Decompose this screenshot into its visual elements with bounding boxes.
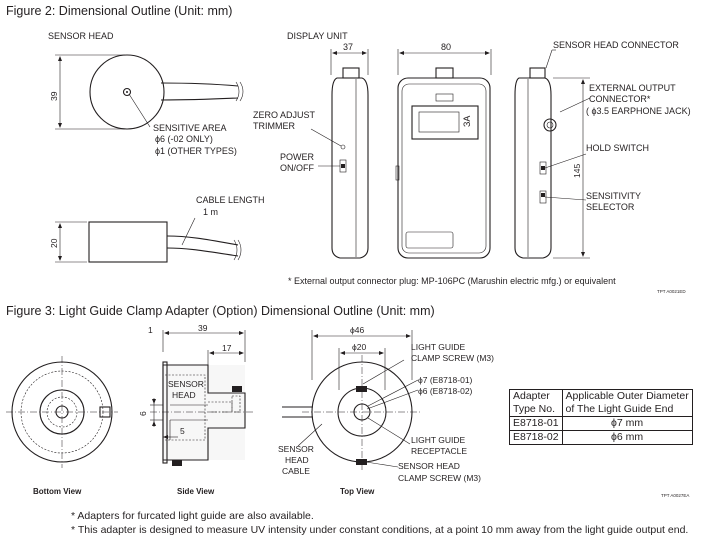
cable-label-2: HEAD (285, 455, 309, 465)
figure-3-title: Figure 3: Light Guide Clamp Adapter (Opt… (6, 304, 435, 318)
fig3-note-2: * This adapter is designed to measure UV… (71, 524, 688, 536)
side-dim-39: 39 (198, 323, 208, 333)
figure-2-title: Figure 2: Dimensional Outline (Unit: mm) (6, 4, 232, 18)
sh-clamp-label-1: SENSOR HEAD (398, 461, 460, 471)
sensor-head-connector-label: SENSOR HEAD CONNECTOR (553, 40, 679, 50)
trimmer-label: TRIMMER (253, 121, 295, 131)
side-dim-1: 1 (148, 325, 153, 335)
header-type-line2: Type No. (513, 403, 556, 415)
display-unit-title: DISPLAY UNIT (287, 31, 348, 41)
display-unit-right-side: 145 (514, 49, 591, 259)
sh-clamp-label-2: CLAMP SCREW (M3) (398, 473, 481, 483)
top-dim-46: ϕ46 (350, 325, 364, 335)
table-cell-type: E8718-01 (509, 416, 563, 431)
phi7-label: ϕ7 (E8718-01) (418, 375, 473, 385)
bottom-view-label: Bottom View (33, 487, 82, 496)
cable-label-1: SENSOR (278, 444, 314, 454)
sensor-head-diameter-dim: 39 (49, 91, 59, 101)
earphone-jack-label: ( ϕ3.5 EARPHONE JACK) (586, 106, 691, 116)
side-dim-6: 6 (138, 411, 148, 416)
fig3-note-1: * Adapters for furcated light guide are … (71, 510, 314, 522)
sensor-head-title: SENSOR HEAD (48, 31, 114, 41)
fig2-footnote: * External output connector plug: MP-106… (288, 276, 616, 286)
adapter-top-view (282, 330, 420, 470)
sensitive-area-other: ϕ1 (OTHER TYPES) (155, 146, 237, 156)
table-row: E8718-01 ϕ7 mm (509, 416, 693, 431)
table-row: E8718-02 ϕ6 mm (509, 430, 693, 445)
selector-label: SELECTOR (586, 202, 635, 212)
top-dim-20: ϕ20 (352, 342, 366, 352)
adapter-bottom-view (6, 356, 118, 468)
sensitive-area-label: SENSITIVE AREA (153, 123, 227, 133)
sensor-head-height-dim: 20 (49, 238, 59, 248)
top-view-label: Top View (340, 487, 375, 496)
cable-length-value: 1 m (203, 207, 218, 217)
adapter-side-view (150, 330, 255, 466)
cable-length-label: CABLE LENGTH (196, 195, 265, 205)
cable-label-3: CABLE (282, 466, 310, 476)
table-cell-diameter: ϕ6 mm (561, 430, 693, 445)
display-unit-left-side (310, 49, 369, 259)
hold-switch-label: HOLD SWITCH (586, 143, 649, 153)
display-glyph: ЗА (462, 116, 472, 127)
fig2-code: TPT A0021ED (657, 289, 686, 294)
table-cell-type: E8718-02 (509, 430, 563, 445)
side-head-label: HEAD (172, 390, 196, 400)
receptacle-label-1: LIGHT GUIDE (411, 435, 465, 445)
clamp-screw-top-label-2: CLAMP SCREW (M3) (411, 353, 494, 363)
external-output-label: EXTERNAL OUTPUT (589, 83, 676, 93)
connector-label: CONNECTOR* (589, 94, 651, 104)
header-diameter-line2: of The Light Guide End (565, 403, 674, 415)
sensor-head-front-view: 39 (49, 54, 244, 130)
header-diameter-line1: Applicable Outer Diameter (565, 390, 689, 402)
table-cell-diameter: ϕ7 mm (561, 416, 693, 431)
side-view-label: Side View (177, 487, 215, 496)
width-80-dim: 80 (441, 42, 451, 52)
side-dim-17: 17 (222, 343, 232, 353)
on-off-label: ON/OFF (280, 163, 314, 173)
header-type-line1: Adapter (513, 390, 550, 402)
height-145-dim: 145 (572, 164, 582, 178)
sensitive-area-02: ϕ6 (-02 ONLY) (155, 134, 213, 144)
sensitivity-label: SENSITIVITY (586, 191, 641, 201)
display-unit-front (395, 49, 492, 259)
clamp-screw-top-label-1: LIGHT GUIDE (411, 342, 465, 352)
fig3-code: TPT A0027EA (661, 493, 689, 498)
sensor-head-side-view: 20 (49, 217, 242, 263)
phi6-label: ϕ6 (E8718-02) (418, 386, 473, 396)
side-sensor-label: SENSOR (168, 379, 204, 389)
power-label: POWER (280, 152, 315, 162)
zero-adjust-label: ZERO ADJUST (253, 110, 316, 120)
side-dim-5: 5 (180, 426, 185, 436)
width-37-dim: 37 (343, 42, 353, 52)
receptacle-label-2: RECEPTACLE (411, 446, 467, 456)
